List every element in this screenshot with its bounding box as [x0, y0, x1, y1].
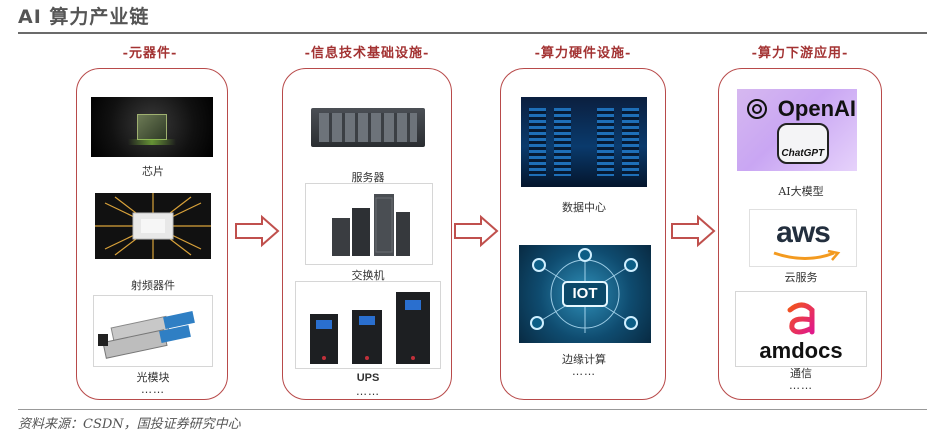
aws-logo-text: aws: [776, 216, 831, 249]
openai-logo-text: OpenAI: [777, 95, 857, 121]
caption-edge-computing: 边缘计算: [562, 353, 606, 366]
caption-optical-module: 光模块: [136, 371, 170, 384]
footer-divider: [18, 409, 927, 410]
caption-cloud-service: 云服务: [784, 271, 818, 284]
panel-computing-hardware: 数据中心 IOT 边缘计算 ……: [500, 68, 666, 400]
aws-logo-image: aws: [749, 209, 857, 267]
server-image: [303, 83, 433, 167]
arrow-right-icon: [235, 214, 280, 248]
data-center-image: [521, 97, 647, 187]
chatgpt-label: ChatGPT: [781, 148, 825, 160]
page-title: AI 算力产业链: [18, 6, 150, 28]
more-computing-hardware: ……: [572, 365, 596, 378]
openai-chatgpt-image: OpenAI ChatGPT: [737, 89, 857, 171]
optical-module-image: [93, 295, 213, 367]
caption-rf-device: 射频器件: [131, 279, 175, 292]
arrow-right-icon: [454, 214, 499, 248]
amazon-smile-icon: [773, 250, 841, 261]
more-it-infrastructure: ……: [356, 385, 380, 398]
column-title-computing-hardware: -算力硬件设施-: [534, 46, 632, 61]
ups-image: [295, 281, 441, 369]
panel-components: 芯片 射频器件 光模块 ……: [76, 68, 228, 400]
switch-image: [305, 183, 433, 265]
caption-data-center: 数据中心: [562, 201, 606, 214]
rf-device-image: [95, 193, 211, 259]
iot-logo: IOT: [562, 281, 608, 307]
caption-ups: UPS: [356, 372, 380, 384]
panel-downstream-applications: OpenAI ChatGPT AI大模型 aws 云服务 amdocs 通信 ……: [718, 68, 882, 400]
arrow-right-icon: [671, 214, 716, 248]
title-divider: [18, 32, 927, 34]
column-title-it-infrastructure: -信息技术基础设施-: [304, 46, 430, 61]
openai-logo-icon: [747, 99, 767, 119]
caption-telecom: 通信: [790, 367, 812, 380]
caption-ai-model: AI大模型: [778, 185, 824, 198]
caption-switch: 交换机: [351, 269, 385, 282]
chip-image: [91, 97, 213, 157]
more-downstream-applications: ……: [789, 379, 813, 392]
caption-chip: 芯片: [142, 165, 164, 178]
panel-it-infrastructure: 服务器 交换机 UPS ……: [282, 68, 452, 400]
column-title-components: -元器件-: [122, 46, 178, 61]
amdocs-logo-icon: [787, 302, 815, 335]
source-note: 资料来源：CSDN，国投证券研究中心: [18, 417, 241, 432]
amdocs-logo-image: amdocs: [735, 291, 867, 367]
edge-computing-image: IOT: [519, 245, 651, 343]
column-title-downstream-applications: -算力下游应用-: [751, 46, 849, 61]
amdocs-logo-text: amdocs: [759, 338, 843, 363]
caption-server: 服务器: [351, 171, 385, 184]
more-components: ……: [141, 383, 165, 396]
